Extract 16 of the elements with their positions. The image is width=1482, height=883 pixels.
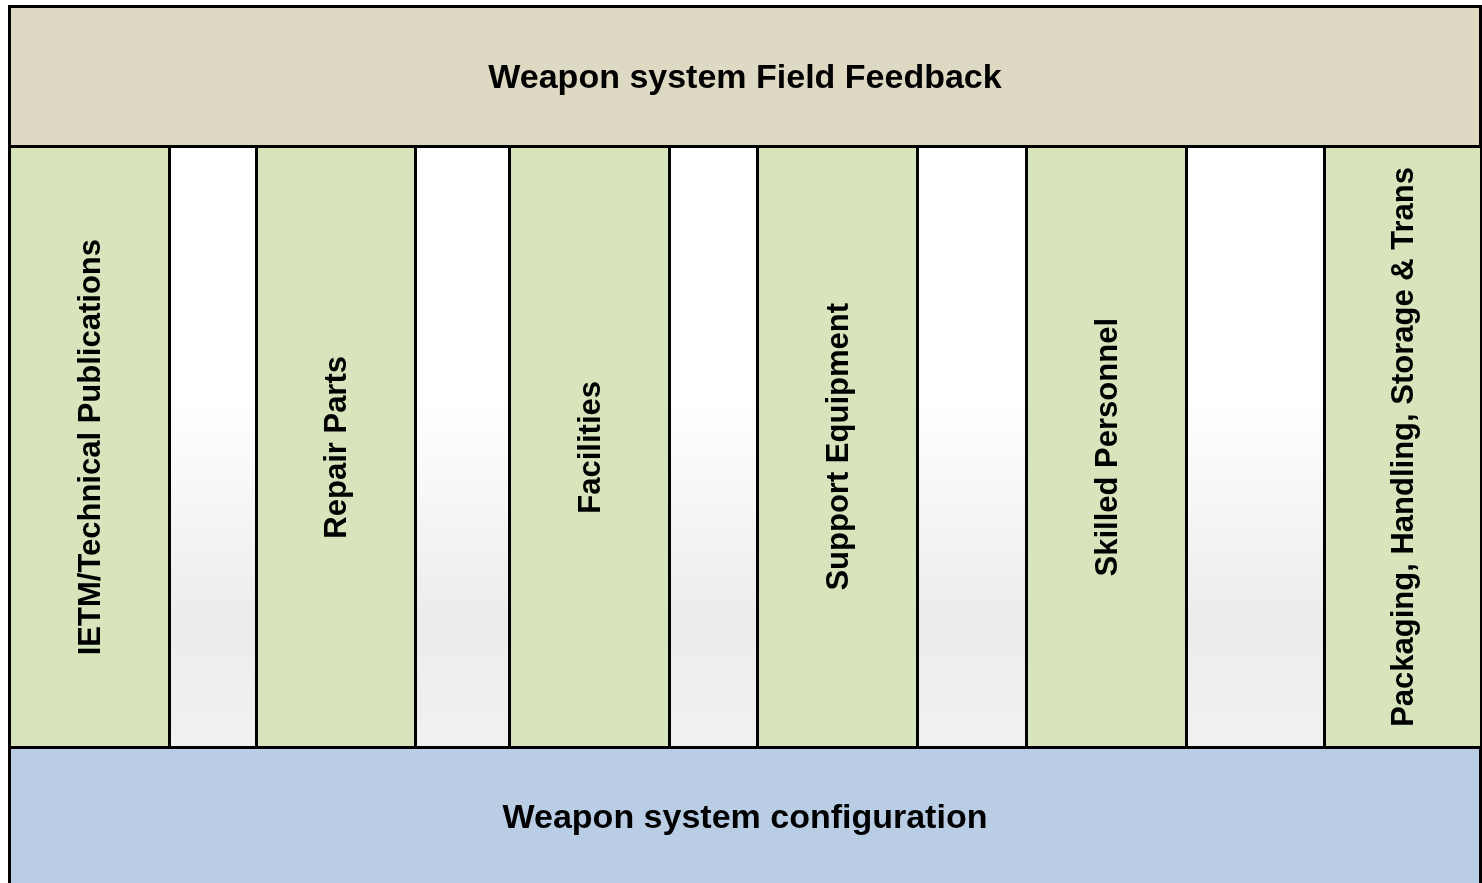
band-box: [8, 5, 1482, 148]
column-label: Skilled Personnel: [1088, 317, 1125, 577]
column-box: [508, 145, 671, 749]
column-label: Packaging, Handling, Storage & Trans: [1385, 167, 1421, 727]
column-label: Support Equipment: [819, 303, 856, 591]
column-label: IETM/Technical Publications: [71, 238, 108, 656]
column-box: [756, 145, 919, 749]
column-label: Repair Parts: [318, 355, 354, 539]
band-label: Weapon system configuration: [502, 796, 988, 836]
column-label: Facilities: [571, 380, 608, 514]
column-box: [8, 145, 171, 749]
column-box: [255, 145, 417, 749]
column-box: [1323, 145, 1482, 749]
band-box: [8, 746, 1482, 883]
band-label: Weapon system Field Feedback: [488, 57, 1002, 96]
column-box: [1025, 145, 1188, 749]
